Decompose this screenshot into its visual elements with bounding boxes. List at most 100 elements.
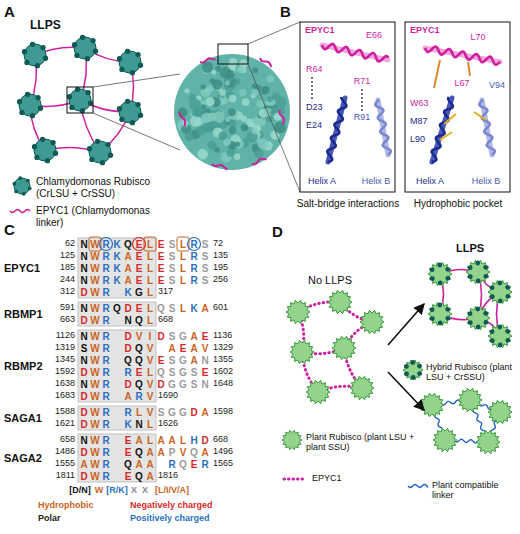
plant-rubisco [433,428,457,451]
residue-letter: N [80,303,87,314]
plant-rubisco [350,376,374,399]
residue-letter: R [102,263,109,274]
structure-texture [267,96,273,102]
structure-texture [229,120,236,127]
small-subunit [135,102,140,107]
residue-letter: L [147,275,153,286]
residue-letter: L [147,239,153,250]
small-subunit [108,153,113,158]
residue-letter: R [102,239,109,250]
small-subunit [45,158,50,163]
interface-residue-ring [100,238,113,251]
small-subunit [40,137,45,142]
chlamydomonas-rubisco [89,141,111,163]
small-subunit [130,70,135,75]
residue-letter: D [80,315,87,326]
cr-small-subunit [490,294,495,299]
residue-letter: Q [135,447,143,458]
protein-name: RBMP1 [4,308,43,320]
small-subunit [50,140,55,145]
plant-rubisco [428,262,452,285]
residue-letter: W [90,251,99,262]
helix-ribbon [425,46,500,64]
cr-small-subunit [404,372,409,377]
structure-texture [229,95,237,103]
structure-texture [218,132,227,141]
residue-number: 62 [65,239,75,249]
small-subunit [35,95,40,100]
helix-ribbon [322,44,389,62]
residue-number: 1621 [55,419,75,429]
residue-letter: A [146,459,153,470]
residue-letter: K [190,303,197,314]
structure-texture [235,141,240,146]
residue-number: 1345 [55,355,75,365]
residue-letter: V [147,391,154,402]
residue-letter: W [90,379,99,390]
small-subunit [130,120,135,125]
state-label: No LLPS [308,274,352,286]
residue-letter: D [80,407,87,418]
structure-texture [228,109,239,120]
residue-letter: L [147,303,153,314]
residue-letter: E [125,435,132,446]
zoom-box [218,44,248,64]
small-subunit [28,186,32,190]
small-subunit [18,176,22,180]
residue-letter: R [102,379,109,390]
residue-letter: W [90,263,99,274]
residue-letter: N [80,239,87,250]
residue-letter: S [169,275,176,286]
residue-letter: W [90,407,99,418]
residue-letter: A [80,459,87,470]
residue-letter: S [169,303,176,314]
residue-letter: W [90,367,99,378]
residue-letter: R [135,391,142,402]
legend-item: Chlamydomonas Rubisco (CrLSU + CrSSU) [36,176,160,199]
residue-letter: R [102,343,109,354]
cr-small-subunit [445,276,450,281]
residue-letter: D [190,407,197,418]
small-subunit [125,49,130,54]
structure-texture [189,99,201,111]
residue-letter: R [102,419,109,430]
residue-number: 195 [213,263,228,273]
small-subunit [34,155,39,160]
residue-label: V94 [488,81,506,91]
helix-ribbon [479,100,495,155]
cr-small-subunit [483,274,488,279]
cr-small-subunit [468,311,473,316]
structure-texture [212,79,222,89]
residue-letter: K [124,419,131,430]
structure-texture [257,138,268,149]
structure-texture [237,66,243,72]
residue-letter: R [102,459,109,470]
cr-small-subunit [490,285,495,290]
residue-letter: V [136,331,143,342]
legend-item: Positively charged [130,513,210,523]
motif-box [78,302,156,326]
residue-letter: V [180,447,187,458]
residue-letter: L [147,251,153,262]
small-subunit [19,110,24,115]
residue-letter: V [202,343,209,354]
residue-letter: S [169,355,176,366]
motif-token: [L/I/V/A] [155,486,189,496]
cr-small-subunit [490,338,495,343]
legend-text: Hybrid Rubisco (plant LSU + CrSSU) [426,362,512,382]
small-subunit [35,63,40,68]
residue-letter: S [202,251,209,262]
motif-token: W [95,486,104,496]
helix-ribbon [375,100,391,155]
residue-number: 1126 [56,331,75,341]
residue-letter: V [147,407,154,418]
residue-letter: L [180,303,186,314]
residue-letter: G [179,331,187,342]
residue-letter: W [90,355,99,366]
cr-small-subunit [438,281,443,286]
small-subunit [119,117,124,122]
small-subunit [90,38,95,43]
residue-letter: L [180,263,186,274]
small-subunit [24,60,29,65]
